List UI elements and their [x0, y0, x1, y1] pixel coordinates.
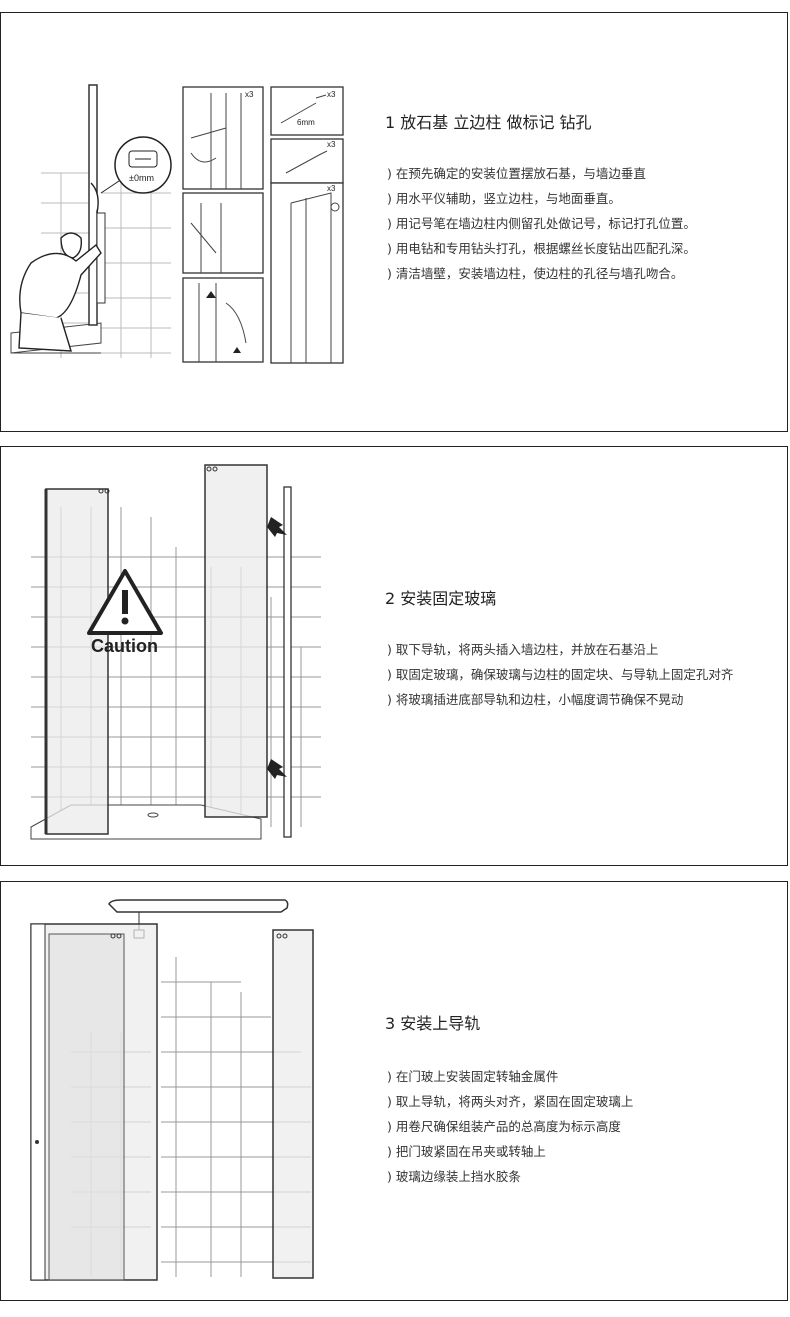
- list-bullet: ): [387, 241, 392, 256]
- list-bullet: ): [387, 1144, 392, 1159]
- step1-panel: ±0mm x3 x3 x3 x3 6mm 1 放石基 立边柱 做标记 钻孔: [0, 12, 788, 432]
- level-label: ±0mm: [129, 173, 154, 183]
- instruction-item: )清洁墙壁，安装墙边柱，使边柱的孔径与墙孔吻合。: [387, 261, 696, 286]
- list-bullet: ): [387, 191, 392, 206]
- step3-title: 3 安装上导轨: [385, 1014, 481, 1033]
- step1-illustration: ±0mm x3 x3 x3 x3 6mm: [10, 84, 344, 364]
- list-bullet: ): [387, 692, 392, 707]
- instruction-item: )将玻璃插进底部导轨和边柱，小幅度调节确保不晃动: [387, 687, 733, 712]
- instruction-item: )在预先确定的安装位置摆放石基，与墙边垂直: [387, 161, 696, 186]
- qty-label: x3: [327, 184, 336, 193]
- drill-label: 6mm: [297, 118, 315, 127]
- qty-label: x3: [245, 90, 254, 99]
- instruction-item: )用卷尺确保组装产品的总高度为标示高度: [387, 1114, 633, 1139]
- qty-label: x3: [327, 90, 336, 99]
- instruction-item: )用电钻和专用钻头打孔，根据螺丝长度钻出匹配孔深。: [387, 236, 696, 261]
- caution-label: Caution: [91, 636, 158, 656]
- list-bullet: ): [387, 1094, 392, 1109]
- step2-title: 2 安装固定玻璃: [385, 589, 497, 608]
- instruction-item: )在门玻上安装固定转轴金属件: [387, 1064, 633, 1089]
- instruction-item: )用记号笔在墙边柱内侧留孔处做记号，标记打孔位置。: [387, 211, 696, 236]
- list-bullet: ): [387, 1119, 392, 1134]
- list-bullet: ): [387, 667, 392, 682]
- list-bullet: ): [387, 216, 392, 231]
- step2-instructions: )取下导轨，将两头插入墙边柱，并放在石基沿上 )取固定玻璃，确保玻璃与边柱的固定…: [387, 637, 733, 712]
- instruction-item: )用水平仪辅助，竖立边柱，与地面垂直。: [387, 186, 696, 211]
- list-bullet: ): [387, 1169, 392, 1184]
- instruction-item: )玻璃边缘装上挡水胶条: [387, 1164, 633, 1189]
- instruction-item: )取上导轨，将两头对齐，紧固在固定玻璃上: [387, 1089, 633, 1114]
- list-bullet: ): [387, 166, 392, 181]
- step2-illustration: Caution: [30, 464, 321, 840]
- list-bullet: ): [387, 266, 392, 281]
- qty-label: x3: [327, 140, 336, 149]
- instruction-item: )取固定玻璃，确保玻璃与边柱的固定块、与导轨上固定孔对齐: [387, 662, 733, 687]
- list-bullet: ): [387, 1069, 392, 1084]
- step3-panel: 3 安装上导轨 )在门玻上安装固定转轴金属件 )取上导轨，将两头对齐，紧固在固定…: [0, 881, 788, 1301]
- step3-illustration: [30, 899, 314, 1281]
- step3-instructions: )在门玻上安装固定转轴金属件 )取上导轨，将两头对齐，紧固在固定玻璃上 )用卷尺…: [387, 1064, 633, 1189]
- instruction-item: )把门玻紧固在吊夹或转轴上: [387, 1139, 633, 1164]
- list-bullet: ): [387, 642, 392, 657]
- step2-panel: Caution 2 安装固定玻璃 )取下导轨，将两头插入墙边柱，并放在石基沿上 …: [0, 446, 788, 866]
- step1-title: 1 放石基 立边柱 做标记 钻孔: [385, 113, 592, 132]
- instruction-item: )取下导轨，将两头插入墙边柱，并放在石基沿上: [387, 637, 733, 662]
- step1-instructions: )在预先确定的安装位置摆放石基，与墙边垂直 )用水平仪辅助，竖立边柱，与地面垂直…: [387, 161, 696, 286]
